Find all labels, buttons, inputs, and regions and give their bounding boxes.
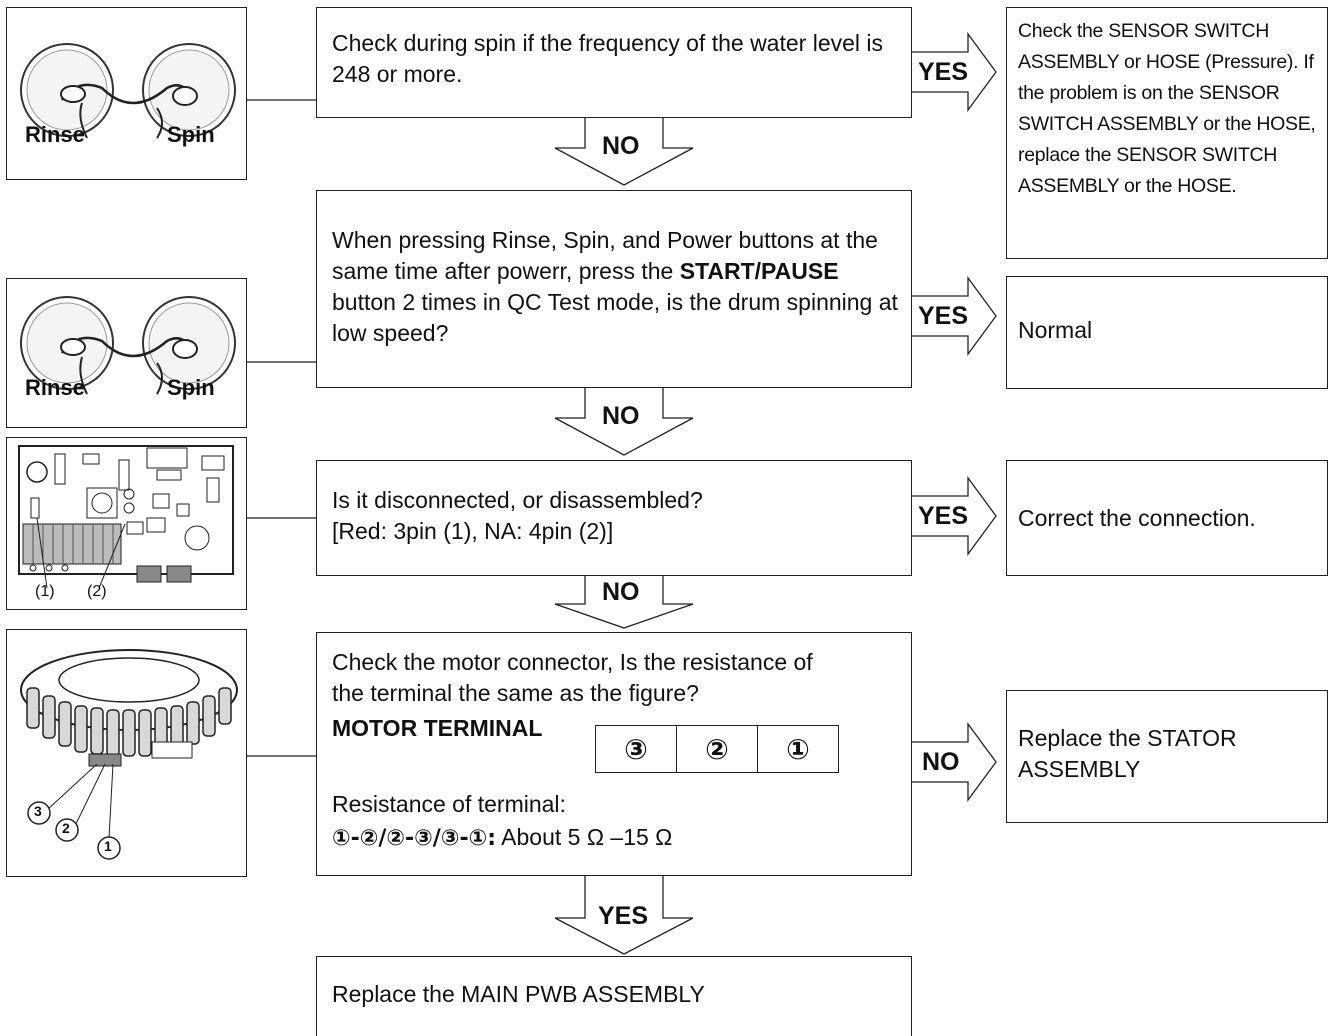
step-2-text-a: When pressing Rinse, Spin, and Power but… (332, 227, 878, 284)
down-arrow-1 (554, 118, 694, 186)
resistance-pairs: ①-②/②-③/③-①: (332, 826, 497, 851)
yes-arrow-3 (912, 476, 997, 556)
result-1-text: Check the SENSOR SWITCH ASSEMBLY or HOSE… (1018, 20, 1316, 197)
resistance-label: Resistance of terminal: (332, 791, 566, 817)
step-5-text: Replace the MAIN PWB ASSEMBLY (332, 981, 705, 1007)
pcb-label-2: (2) (87, 583, 107, 600)
result-4-text: Replace the STATOR ASSEMBLY (1018, 725, 1237, 782)
down-arrow-4 (554, 876, 694, 955)
step-3-line-2: [Red: 3pin (1), NA: 4pin (2)] (332, 518, 614, 544)
step-1-box: Check during spin if the frequency of th… (316, 7, 912, 118)
result-2-text: Normal (1018, 317, 1093, 343)
stator-motor-icon (20, 649, 238, 860)
rinse-label: Rinse (25, 375, 85, 400)
down-label-2: NO (602, 402, 640, 430)
down-label-3: NO (602, 578, 640, 606)
resistance-value: About 5 Ω –15 Ω (501, 824, 673, 850)
motor-illustration: 3 2 1 (6, 629, 247, 877)
step-2-text: When pressing Rinse, Spin, and Power but… (332, 225, 907, 349)
step-4-line-1: Check the motor connector, Is the resist… (332, 649, 813, 675)
result-3-text: Correct the connection. (1018, 505, 1256, 531)
pcb-illustration: (1) (2) (6, 437, 247, 610)
step-3-box: Is it disconnected, or disassembled? [Re… (316, 460, 912, 576)
buttons-illustration-2: Rinse Spin (6, 278, 247, 428)
terminal-2: ② (676, 725, 758, 773)
motor-label-2: 2 (62, 820, 70, 836)
step-1-text: Check during spin if the frequency of th… (332, 30, 884, 87)
pcb-label-1: (1) (35, 583, 55, 600)
motor-terminal-title: MOTOR TERMINAL (332, 715, 543, 741)
yes-arrow-1 (912, 32, 997, 112)
rinse-label: Rinse (25, 122, 85, 147)
yes-label-3: YES (918, 502, 969, 530)
step-3-line-1: Is it disconnected, or disassembled? (332, 487, 703, 513)
spin-label: Spin (167, 375, 215, 400)
down-label-1: NO (602, 132, 640, 160)
step-2-text-b: button 2 times in QC Test mode, is the d… (332, 289, 898, 346)
step-4-line-2: the terminal the same as the figure? (332, 680, 699, 706)
yes-arrow-2 (912, 276, 997, 356)
result-1-box: Check the SENSOR SWITCH ASSEMBLY or HOSE… (1006, 7, 1328, 259)
resistance-line: ①-②/②-③/③-①: About 5 Ω –15 Ω (332, 822, 672, 854)
result-2-box: Normal (1006, 276, 1328, 389)
result-3-box: Correct the connection. (1006, 460, 1328, 576)
yes-label-2: YES (918, 302, 969, 330)
buttons-illustration-1: Rinse Spin (6, 7, 247, 180)
step-2-box: When pressing Rinse, Spin, and Power but… (316, 190, 912, 388)
rinse-spin-buttons-icon (20, 296, 236, 395)
spin-label: Spin (167, 122, 215, 147)
no-arrow-4 (912, 722, 997, 802)
result-4-box: Replace the STATOR ASSEMBLY (1006, 690, 1328, 823)
no-label-4: NO (922, 748, 960, 776)
motor-label-3: 3 (34, 803, 42, 819)
down-label-4: YES (598, 902, 649, 930)
yes-label-1: YES (918, 58, 969, 86)
rinse-spin-buttons-icon (20, 43, 236, 139)
terminal-1: ① (757, 725, 839, 773)
step-4-box: Check the motor connector, Is the resist… (316, 632, 912, 876)
step-2-text-bold: START/PAUSE (679, 258, 839, 284)
down-arrow-2 (554, 388, 694, 456)
motor-label-1: 1 (104, 838, 112, 854)
step-5-box: Replace the MAIN PWB ASSEMBLY (316, 956, 912, 1036)
down-arrow-3 (554, 576, 694, 629)
terminal-3: ③ (595, 725, 677, 773)
pcb-board-icon (18, 445, 234, 589)
motor-terminal-table: ③ ② ① (595, 725, 839, 773)
